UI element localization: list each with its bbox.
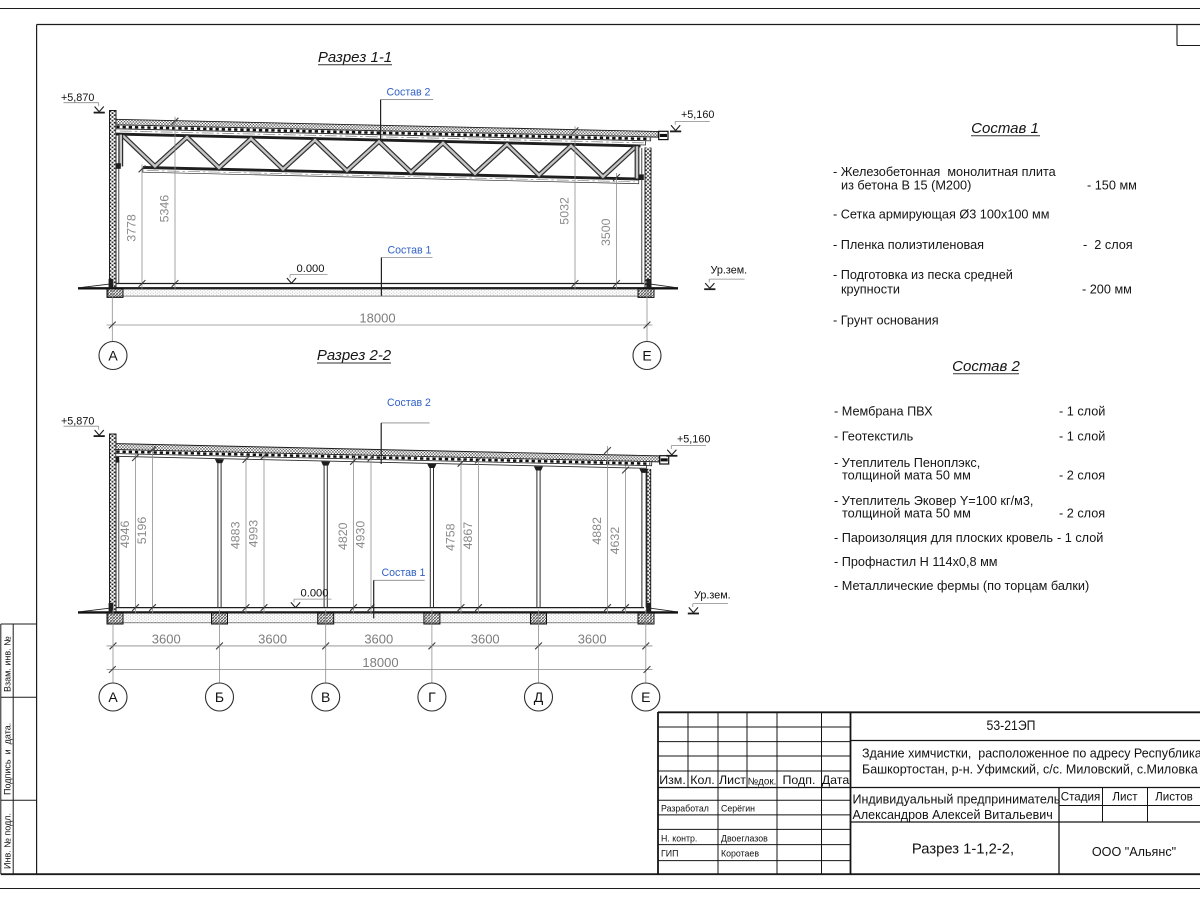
- svg-text:- 2 слоя: - 2 слоя: [1083, 238, 1133, 252]
- svg-text:4883: 4883: [229, 521, 243, 549]
- svg-text:3600: 3600: [471, 631, 500, 646]
- svg-text:Инв. № подл.: Инв. № подл.: [3, 813, 13, 869]
- svg-text:- Утеплитель Эковер Y=100 кг/м: - Утеплитель Эковер Y=100 кг/м3,: [834, 494, 1033, 508]
- svg-text:А: А: [108, 348, 118, 364]
- svg-text:3600: 3600: [364, 631, 393, 646]
- svg-text:толщиной мата 50 мм: толщиной мата 50 мм: [842, 469, 971, 483]
- svg-text:Двоеглазов: Двоеглазов: [721, 834, 768, 844]
- svg-text:В: В: [321, 689, 330, 705]
- svg-text:толщиной мата 50 мм: толщиной мата 50 мм: [842, 507, 971, 521]
- svg-text:- 2 слоя: - 2 слоя: [1059, 507, 1105, 521]
- svg-text:18000: 18000: [359, 311, 395, 326]
- svg-text:Разработал: Разработал: [661, 804, 709, 814]
- svg-text:Кол.: Кол.: [690, 773, 715, 787]
- svg-text:- Металлические фермы (по торц: - Металлические фермы (по торцам балки): [834, 579, 1089, 593]
- svg-text:- 1 слой: - 1 слой: [1059, 405, 1105, 419]
- svg-text:53-21ЭП: 53-21ЭП: [987, 718, 1036, 733]
- svg-text:0.000: 0.000: [301, 588, 329, 600]
- svg-text:4946: 4946: [118, 520, 132, 548]
- svg-text:Индивидуальный предприниматель: Индивидуальный предприниматель: [853, 793, 1061, 807]
- svg-text:+5,870: +5,870: [61, 92, 94, 104]
- svg-text:Состав 2: Состав 2: [952, 358, 1020, 375]
- svg-text:- Мембрана ПВХ: - Мембрана ПВХ: [834, 405, 933, 419]
- svg-text:Б: Б: [215, 689, 224, 705]
- svg-text:- 1 слой: - 1 слой: [1059, 430, 1105, 444]
- svg-text:Взам. инв. №: Взам. инв. №: [3, 636, 13, 692]
- svg-text:- 1 слой: - 1 слой: [1057, 531, 1103, 545]
- svg-text:Подпись и дата.: Подпись и дата.: [3, 723, 13, 795]
- svg-text:Лист: Лист: [719, 773, 746, 787]
- svg-text:3600: 3600: [578, 631, 607, 646]
- svg-text:- Подготовка из песка средней: - Подготовка из песка средней: [833, 268, 1013, 282]
- svg-text:Е: Е: [642, 348, 651, 364]
- svg-text:Серёгин: Серёгин: [721, 804, 755, 814]
- svg-text:Разрез 2-2: Разрез 2-2: [317, 347, 392, 364]
- svg-text:4758: 4758: [444, 523, 458, 551]
- svg-text:4930: 4930: [354, 521, 368, 549]
- svg-text:Ур.зем.: Ур.зем.: [711, 265, 748, 277]
- svg-text:Стадия: Стадия: [1061, 791, 1101, 804]
- svg-text:Д: Д: [534, 689, 544, 705]
- svg-text:Состав 1: Состав 1: [382, 567, 426, 579]
- svg-text:5346: 5346: [158, 195, 172, 223]
- svg-text:крупности: крупности: [841, 283, 900, 297]
- svg-text:Дата: Дата: [822, 773, 850, 787]
- svg-text:Здание химчистки, расположенн: Здание химчистки, расположенное по адрес…: [862, 747, 1200, 761]
- svg-text:Г: Г: [428, 689, 436, 705]
- svg-text:- Сетка армирующая Ø3 100х100: - Сетка армирующая Ø3 100х100 мм: [833, 208, 1049, 222]
- svg-text:+5,160: +5,160: [681, 109, 714, 121]
- svg-text:Подп.: Подп.: [783, 773, 816, 787]
- svg-text:Башкортостан, р-н. Уфимский, с: Башкортостан, р-н. Уфимский, с/с. Миловс…: [862, 763, 1198, 777]
- svg-text:3778: 3778: [125, 214, 139, 242]
- svg-text:Лист: Лист: [1112, 791, 1138, 804]
- svg-text:А: А: [108, 689, 118, 705]
- svg-text:+5,160: +5,160: [677, 434, 710, 446]
- svg-text:Состав 2: Состав 2: [387, 397, 431, 409]
- svg-text:- Геотекстиль: - Геотекстиль: [834, 430, 914, 444]
- svg-text:Е: Е: [641, 689, 650, 705]
- svg-text:5032: 5032: [558, 197, 572, 225]
- svg-text:Состав 1: Состав 1: [971, 120, 1039, 137]
- svg-text:5196: 5196: [135, 517, 149, 545]
- svg-text:ООО "Альянс": ООО "Альянс": [1092, 845, 1176, 859]
- svg-text:- 2 слоя: - 2 слоя: [1059, 469, 1105, 483]
- svg-text:Разрез 1-1,2-2,: Разрез 1-1,2-2,: [912, 842, 1014, 858]
- svg-text:Изм.: Изм.: [659, 773, 686, 787]
- svg-text:3600: 3600: [152, 631, 181, 646]
- svg-text:Листов: Листов: [1155, 791, 1193, 804]
- svg-text:3600: 3600: [258, 631, 287, 646]
- svg-text:3500: 3500: [599, 218, 613, 246]
- svg-text:Разрез 1-1: Разрез 1-1: [318, 49, 392, 66]
- svg-text:Н. контр.: Н. контр.: [661, 834, 697, 844]
- svg-text:- 150 мм: - 150 мм: [1087, 179, 1137, 193]
- svg-text:4867: 4867: [461, 522, 475, 550]
- svg-text:Состав 2: Состав 2: [387, 87, 431, 99]
- svg-text:0.000: 0.000: [297, 263, 325, 275]
- svg-text:18000: 18000: [362, 655, 398, 670]
- svg-text:Состав 1: Состав 1: [388, 245, 432, 257]
- svg-text:- Грунт основания: - Грунт основания: [833, 314, 939, 328]
- svg-text:Коротаев: Коротаев: [721, 849, 759, 859]
- svg-text:- Утеплитель Пеноплэкс,: - Утеплитель Пеноплэкс,: [834, 456, 980, 470]
- svg-text:4993: 4993: [247, 520, 261, 548]
- svg-text:4820: 4820: [336, 522, 350, 550]
- svg-text:- 200 мм: - 200 мм: [1082, 283, 1132, 297]
- svg-text:Александров Алексей Витальевич: Александров Алексей Витальевич: [853, 808, 1053, 822]
- svg-text:ГИП: ГИП: [661, 849, 678, 859]
- svg-text:- Пленка полиэтиленовая: - Пленка полиэтиленовая: [833, 238, 984, 252]
- svg-text:- Железобетонная монолитная п: - Железобетонная монолитная плита: [833, 165, 1057, 179]
- svg-text:из бетона В 15 (М200): из бетона В 15 (М200): [841, 179, 971, 193]
- svg-text:+5,870: +5,870: [61, 416, 94, 428]
- svg-text:- Пароизоляция для плоских кро: - Пароизоляция для плоских кровель: [834, 531, 1053, 545]
- svg-text:№док.: №док.: [748, 777, 777, 788]
- svg-text:- Профнастил Н 114х0,8 мм: - Профнастил Н 114х0,8 мм: [834, 555, 998, 569]
- svg-text:4882: 4882: [590, 517, 604, 545]
- svg-text:4632: 4632: [608, 527, 622, 555]
- svg-text:Ур.зем.: Ур.зем.: [694, 590, 731, 602]
